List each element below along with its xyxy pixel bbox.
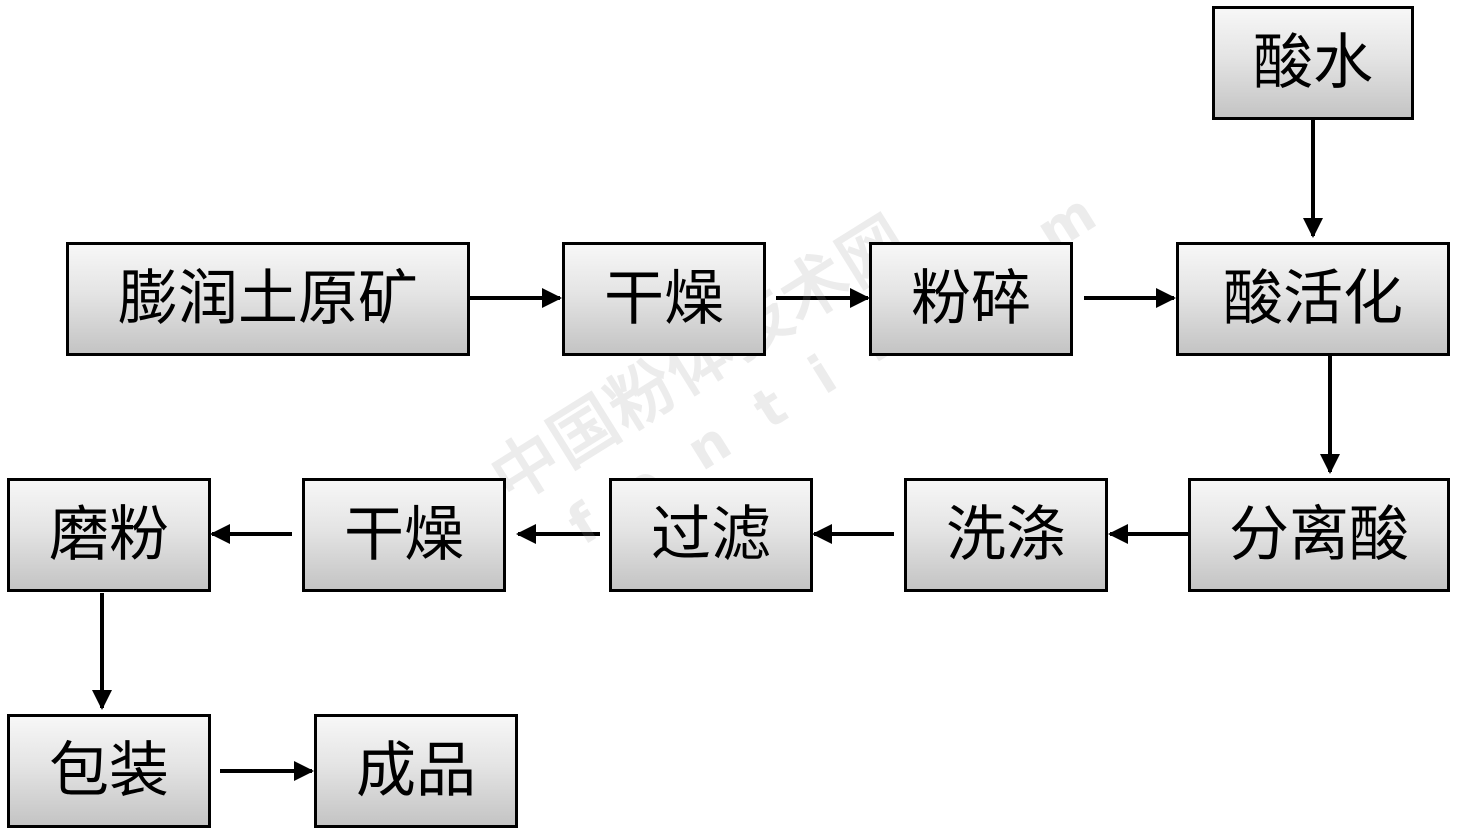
node-packaging: 包装 (7, 714, 211, 828)
node-finished-product: 成品 (314, 714, 518, 828)
node-acid-separation: 分离酸 (1188, 478, 1450, 592)
node-suanshui: 酸水 (1212, 6, 1414, 120)
node-drying-2: 干燥 (302, 478, 506, 592)
node-washing: 洗涤 (904, 478, 1108, 592)
node-drying-1: 干燥 (562, 242, 766, 356)
node-acid-activation: 酸活化 (1176, 242, 1450, 356)
node-bentonite-raw-ore: 膨润土原矿 (66, 242, 470, 356)
node-grinding: 磨粉 (7, 478, 211, 592)
node-filtering: 过滤 (609, 478, 813, 592)
node-crushing: 粉碎 (869, 242, 1073, 356)
